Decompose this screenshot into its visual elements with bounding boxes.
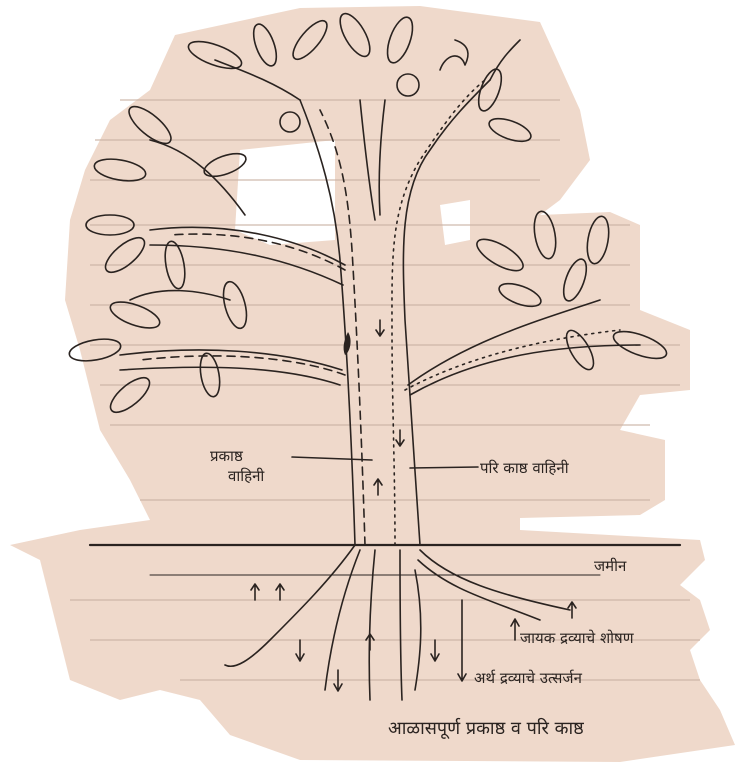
label-ground: जमीन	[594, 556, 626, 576]
diagram-caption: आळासपूर्ण प्रकाष्ठ व परि काष्ठ	[388, 716, 584, 740]
label-phloem: प्रकाष्ठ वाहिनी	[210, 446, 264, 486]
leader-xylem	[410, 467, 478, 468]
label-phloem-line2: वाहिनी	[210, 466, 264, 486]
paper-notch	[440, 200, 470, 245]
label-excretion: अर्थ द्रव्याचे उत्सर्जन	[474, 668, 582, 688]
label-xylem: परि काष्ठ वाहिनी	[480, 458, 569, 478]
label-phloem-line1: प्रकाष्ठ	[210, 446, 264, 466]
paper-background	[10, 6, 735, 762]
label-absorption: जायक द्रव्याचे शोषण	[520, 628, 634, 648]
